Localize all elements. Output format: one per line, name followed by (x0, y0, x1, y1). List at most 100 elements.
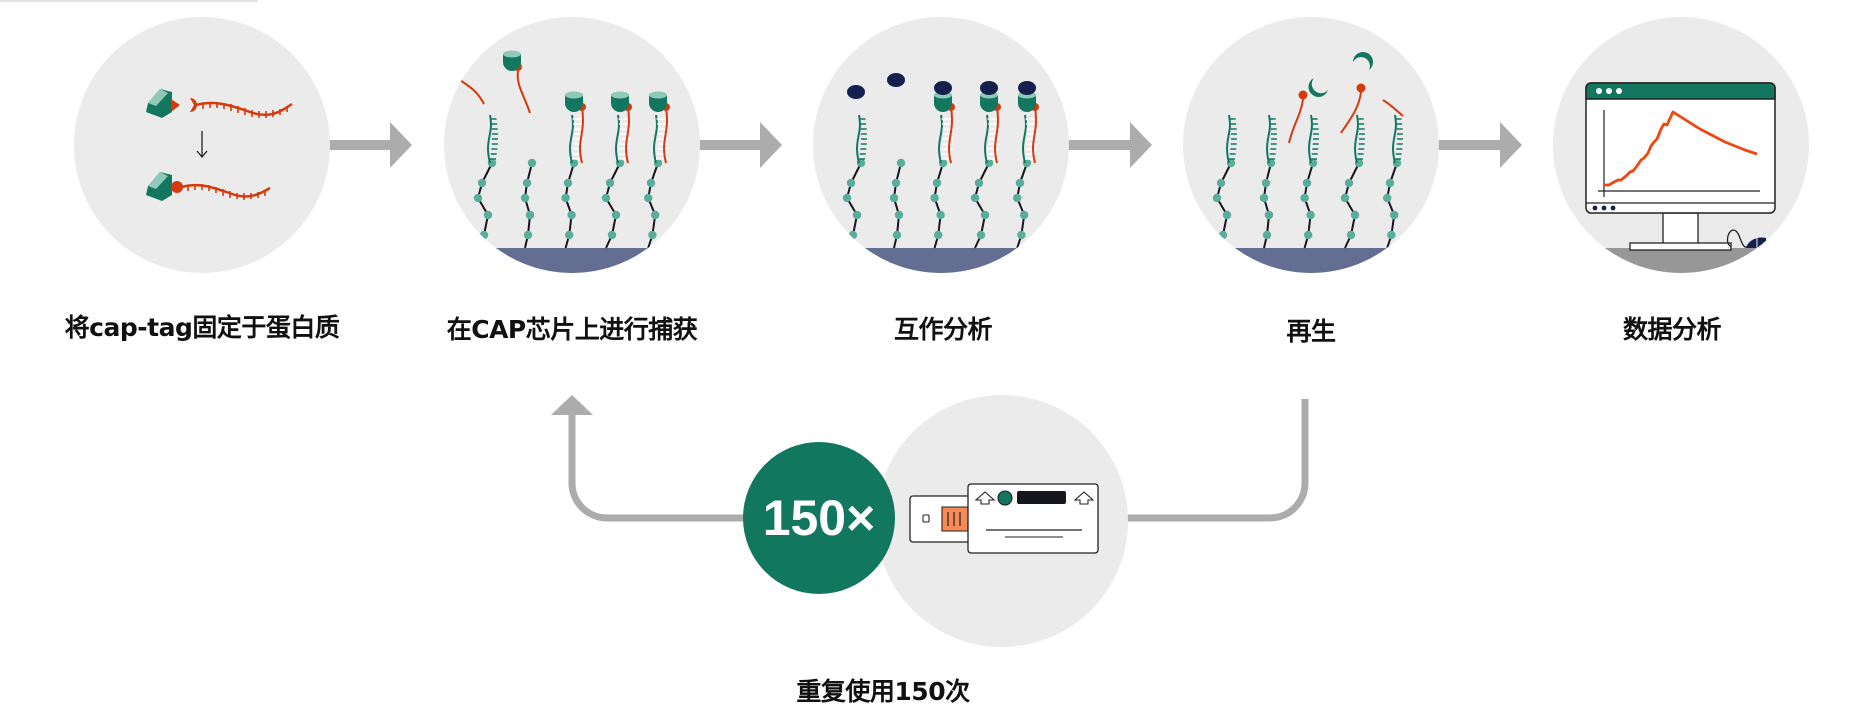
bead (1216, 178, 1226, 188)
bead (842, 193, 852, 203)
monitor-chart-icon (1553, 17, 1809, 273)
bead (1218, 230, 1228, 240)
bead (651, 210, 660, 220)
captured-protein (934, 95, 952, 112)
bead (1346, 230, 1356, 240)
bead (848, 230, 858, 240)
released-tag-strand (1288, 98, 1304, 144)
bead (1264, 210, 1274, 220)
bead (930, 193, 939, 203)
cap-tag (1298, 90, 1308, 100)
step-label-tagging: 将cap-tag固定于蛋白质 (64, 313, 340, 342)
bead (523, 230, 533, 240)
bead (601, 193, 611, 203)
interaction-analysis-icon (813, 17, 1069, 273)
step-arrow (328, 122, 412, 168)
free-tag-strand (516, 70, 531, 114)
protein-tagging-icon (74, 17, 330, 273)
captured-protein (649, 95, 667, 112)
cap-tag (1356, 83, 1366, 93)
bead (1350, 210, 1360, 220)
bead (561, 193, 570, 203)
released-protein (1308, 78, 1328, 97)
bead (980, 210, 990, 220)
bead (1390, 210, 1399, 220)
bead (1222, 210, 1232, 220)
bead (520, 193, 530, 203)
captured-protein (565, 95, 583, 112)
cycle-loop-arrow (551, 395, 1309, 522)
step-label-interaction: 互作分析 (893, 315, 993, 344)
bead (1300, 193, 1309, 203)
bead (1385, 178, 1395, 188)
bead (1387, 230, 1396, 240)
regeneration-icon (1183, 17, 1439, 273)
bead (1259, 193, 1269, 203)
bead (1262, 230, 1272, 240)
bead (646, 178, 656, 188)
bead (565, 230, 574, 240)
bead (1340, 193, 1350, 203)
analyte (847, 85, 865, 99)
bead (479, 230, 489, 240)
bead (1383, 193, 1392, 203)
bead (1017, 230, 1026, 240)
captured-protein (1018, 95, 1036, 112)
bead (889, 193, 899, 203)
bead (1306, 210, 1315, 220)
captured-protein (980, 95, 998, 112)
step-label-capture: 在CAP芯片上进行捕获 (446, 315, 698, 344)
chip-surface (444, 248, 700, 273)
released-tag-strand (1340, 91, 1362, 134)
bead (605, 178, 615, 188)
step-label-regeneration: 再生 (1286, 317, 1336, 346)
captured-protein (611, 95, 629, 112)
sensor-chip-icon (876, 395, 1128, 647)
cycle-label: 重复使用150次 (796, 677, 970, 706)
bead (1304, 230, 1313, 240)
chip-surface (813, 248, 1069, 273)
bead (894, 210, 904, 220)
bead (611, 210, 621, 220)
bead (525, 210, 535, 220)
chip-surface (1183, 248, 1439, 273)
bead (563, 178, 573, 188)
bead (1019, 210, 1029, 220)
bead (936, 210, 945, 220)
bead (1013, 193, 1022, 203)
analyte (887, 73, 905, 87)
bead (567, 210, 576, 220)
bead (527, 158, 537, 168)
reuse-count-text: 150× (763, 490, 876, 546)
bead (932, 178, 942, 188)
bead (1261, 178, 1271, 188)
bead (1212, 193, 1222, 203)
step-arrow (1068, 122, 1152, 168)
captured-protein (503, 54, 521, 71)
bead (896, 158, 906, 168)
bead (1344, 178, 1354, 188)
bead (1015, 178, 1025, 188)
bead (974, 178, 984, 188)
bead (846, 178, 856, 188)
chip-capture-icon (444, 17, 700, 273)
analyte (980, 81, 998, 95)
bead (934, 230, 943, 240)
step-label-data-analysis: 数据分析 (1622, 315, 1722, 344)
bead (891, 178, 901, 188)
bead (976, 230, 986, 240)
bead (607, 230, 617, 240)
released-protein (1353, 52, 1373, 70)
bead (483, 210, 493, 220)
bead (477, 178, 487, 188)
bead (852, 210, 862, 220)
bead (1302, 178, 1312, 188)
top-divider (0, 0, 258, 2)
bead (892, 230, 902, 240)
bead (644, 193, 653, 203)
bead (473, 193, 483, 203)
analyte (934, 81, 952, 95)
step-arrow (1438, 122, 1522, 168)
released-tag-strand (1382, 99, 1404, 117)
